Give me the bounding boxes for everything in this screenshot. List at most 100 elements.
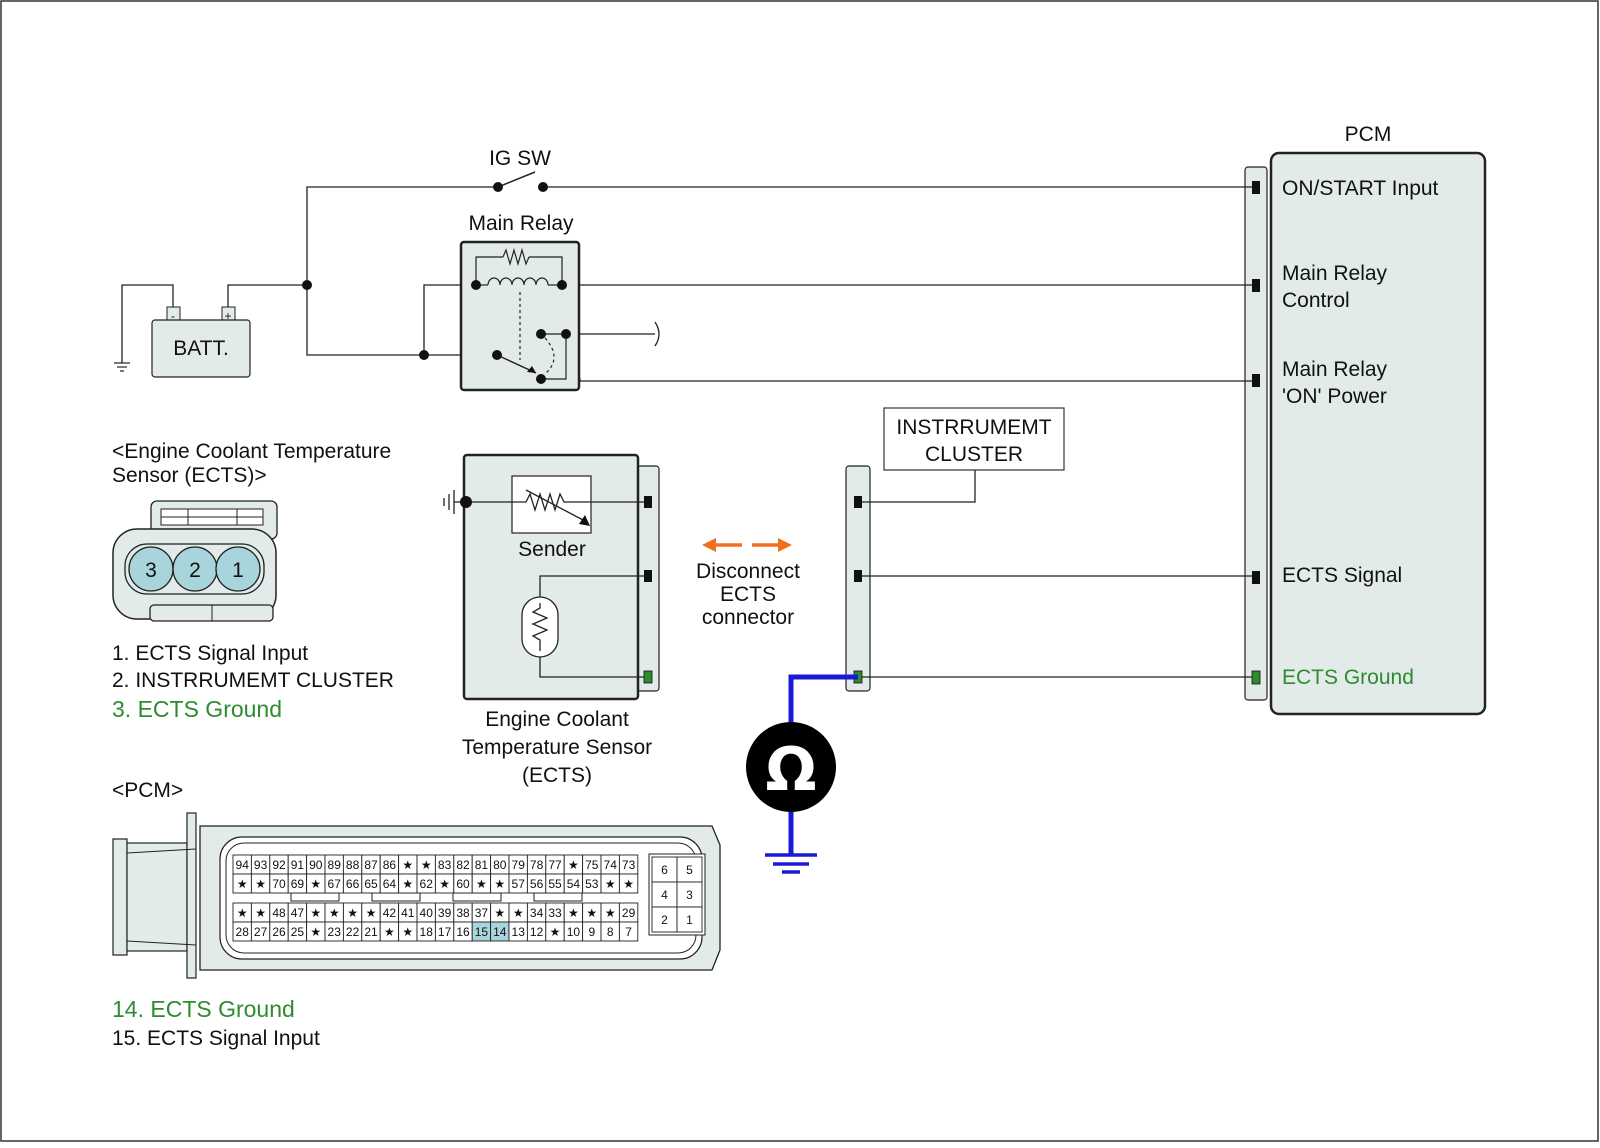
wire-junctions [302, 280, 429, 360]
pcm-pin-number: 75 [585, 858, 599, 872]
pcm-pin-number: 8 [607, 925, 614, 939]
pcm-pin-number: ★ [255, 877, 266, 891]
ects-pin-1: 1 [232, 559, 244, 582]
ohmmeter: Ω [746, 674, 858, 874]
pcm-pin-number: 74 [604, 858, 618, 872]
pcm-pin-number: ★ [421, 858, 432, 872]
ects-connector-title-2: Sensor (ECTS)> [112, 464, 267, 487]
pcm-module: PCM ON/START Input Main Relay Control Ma… [1244, 123, 1487, 716]
pcm-connector-title: <PCM> [112, 779, 183, 802]
disconnect-label-3: connector [702, 606, 794, 629]
pcm-ects-ground-label: ECTS Ground [1282, 666, 1414, 689]
pcm-pin-number: 29 [622, 906, 636, 920]
pcm-small-pin-cell [676, 881, 703, 908]
battery-minus: - [171, 309, 175, 323]
pcm-pin-number: 89 [328, 858, 342, 872]
pcm-pin-number: 38 [456, 906, 470, 920]
main-relay-label: Main Relay [468, 212, 574, 235]
pcm-small-pin-number: 3 [686, 888, 693, 902]
pcm-pin-number: 42 [383, 906, 397, 920]
pcm-pin-number: 17 [438, 925, 452, 939]
pcm-pin [1252, 279, 1260, 292]
pcm-pin-number: ★ [568, 858, 579, 872]
pcm-pin-ground [1251, 670, 1261, 685]
pcm-pin-number: 27 [254, 925, 268, 939]
pcm-pin-number: 18 [420, 925, 434, 939]
ig-switch: IG SW [489, 147, 551, 192]
ects-caption-3: (ECTS) [522, 764, 592, 787]
ects-legend-3: 3. ECTS Ground [112, 696, 282, 722]
pcm-pin-number: ★ [476, 877, 487, 891]
battery-plus: + [224, 309, 231, 323]
pcm-pin-number: ★ [605, 906, 616, 920]
pcm-pin-number: ★ [439, 877, 450, 891]
pcm-small-pin-number: 4 [661, 888, 668, 902]
pcm-pin-number: ★ [402, 858, 413, 872]
pcm-pin-number: 10 [567, 925, 581, 939]
pcm-small-pin-number: 2 [661, 913, 668, 927]
ig-sw-label: IG SW [489, 147, 551, 170]
pcm-legend-15: 15. ECTS Signal Input [112, 1027, 320, 1050]
disconnect-label-1: Disconnect [696, 560, 800, 583]
pcm-pin-number: 26 [272, 925, 286, 939]
pcm-small-pin-cell [676, 906, 703, 933]
pcm-pin-number: 55 [548, 877, 562, 891]
pcm-relay-power-label-2: 'ON' Power [1282, 385, 1387, 408]
pcm-pin-number: ★ [623, 877, 634, 891]
pcm-pin-number: 14 [493, 925, 507, 939]
pcm-ects-signal-label: ECTS Signal [1282, 564, 1402, 587]
pcm-pin-number: 65 [364, 877, 378, 891]
ects-connector-title-1: <Engine Coolant Temperature [112, 440, 391, 463]
pcm-pin-number: 53 [585, 877, 599, 891]
pcm-pin-cell [618, 921, 639, 942]
pcm-pin-number: ★ [568, 906, 579, 920]
ects-connector-view: <Engine Coolant Temperature Sensor (ECTS… [112, 440, 394, 722]
pcm-pin-number: ★ [384, 925, 395, 939]
pcm-pin-number: 64 [383, 877, 397, 891]
ects-sensor-block: Sender Engine Coolant Temperature Sensor… [443, 453, 660, 787]
pcm-relay-control-label-1: Main Relay [1282, 262, 1388, 285]
ects-pin [644, 570, 652, 582]
instrument-cluster: INSTRRUMEMT CLUSTER [883, 407, 1065, 471]
pcm-pin-number: ★ [550, 925, 561, 939]
pcm-pin-cell [618, 873, 639, 894]
ects-pin [644, 496, 652, 508]
pcm-pin-number: 41 [401, 906, 415, 920]
cluster-label-2: CLUSTER [925, 443, 1023, 466]
ects-pin-ground [643, 670, 653, 684]
pcm-pin-number: 67 [328, 877, 342, 891]
pcm-pin-number: 40 [420, 906, 434, 920]
harness-pin [854, 496, 862, 508]
pcm-pin-number: 57 [512, 877, 526, 891]
pcm-pin-number: ★ [402, 877, 413, 891]
ects-caption-2: Temperature Sensor [462, 736, 652, 759]
pcm-pin-number: 28 [236, 925, 250, 939]
pcm-pin-number: 37 [475, 906, 489, 920]
pcm-pin-number: 62 [420, 877, 434, 891]
pcm-pin-number: 9 [588, 925, 595, 939]
pcm-pin-number: ★ [237, 877, 248, 891]
pcm-pin-number: ★ [347, 906, 358, 920]
disconnect-arrows [702, 538, 792, 552]
ects-legend-1: 1. ECTS Signal Input [112, 642, 308, 665]
ects-pin-3: 3 [145, 559, 157, 582]
pcm-pin-number: 90 [309, 858, 323, 872]
ohm-symbol: Ω [765, 735, 816, 805]
pcm-on-start-label: ON/START Input [1282, 177, 1439, 200]
pcm-pin-number: 78 [530, 858, 544, 872]
harness-pin [854, 570, 862, 582]
ects-pin-2: 2 [189, 559, 201, 582]
pcm-pin-number: ★ [310, 877, 321, 891]
pcm-pin-number: 70 [272, 877, 286, 891]
disconnect-label-2: ECTS [720, 583, 776, 606]
pcm-title: PCM [1345, 123, 1392, 146]
pcm-pin-number: 21 [364, 925, 378, 939]
pcm-pin-number: 56 [530, 877, 544, 891]
power-wiring [121, 171, 1252, 382]
pcm-pin-number: 15 [475, 925, 489, 939]
pcm-pin-number: 33 [548, 906, 562, 920]
pcm-pin-number: 88 [346, 858, 360, 872]
ects-legend-2: 2. INSTRRUMEMT CLUSTER [112, 669, 394, 692]
